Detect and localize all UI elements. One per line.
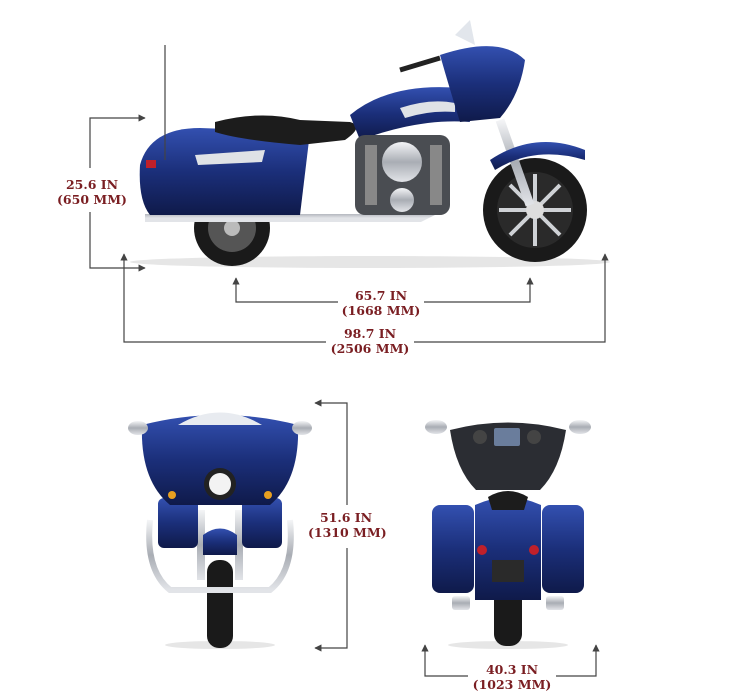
seat-height-mm: (650 MM) [57,192,127,207]
overall-length-label: 98.7 IN (2506 MM) [326,326,414,356]
seat-height-in: 25.6 IN [65,177,119,192]
overall-width-in: 40.3 IN [485,662,539,677]
length-right-leg [410,253,609,343]
dimension-lines [89,45,609,677]
width-left-leg [421,644,468,677]
front-view-motorcycle [128,412,312,649]
seat-height-upper-leg [89,114,146,168]
overall-height-in: 51.6 IN [319,510,373,525]
width-right-leg [552,644,600,677]
overall-height-mm: (1310 MM) [308,525,387,540]
overall-width-label: 40.3 IN (1023 MM) [468,662,556,692]
overall-width-mm: (1023 MM) [472,677,552,692]
rear-view-motorcycle [425,420,591,649]
overall-length-in: 98.7 IN [343,326,397,341]
overall-length-mm: (2506 MM) [330,341,410,356]
side-view-motorcycle [130,20,610,268]
wheelbase-mm: (1668 MM) [341,303,421,318]
seat-height-lower-leg [89,212,146,272]
seat-height-label: 25.6 IN (650 MM) [52,177,132,207]
wheelbase-right-leg [420,277,534,303]
overall-height-label: 51.6 IN (1310 MM) [306,510,387,540]
wheelbase-label: 65.7 IN (1668 MM) [338,288,424,318]
wheelbase-in: 65.7 IN [354,288,408,303]
wheelbase-left-leg [232,277,338,303]
length-left-leg [120,253,326,343]
height-lower-leg [314,548,348,652]
height-upper-leg [314,399,348,505]
